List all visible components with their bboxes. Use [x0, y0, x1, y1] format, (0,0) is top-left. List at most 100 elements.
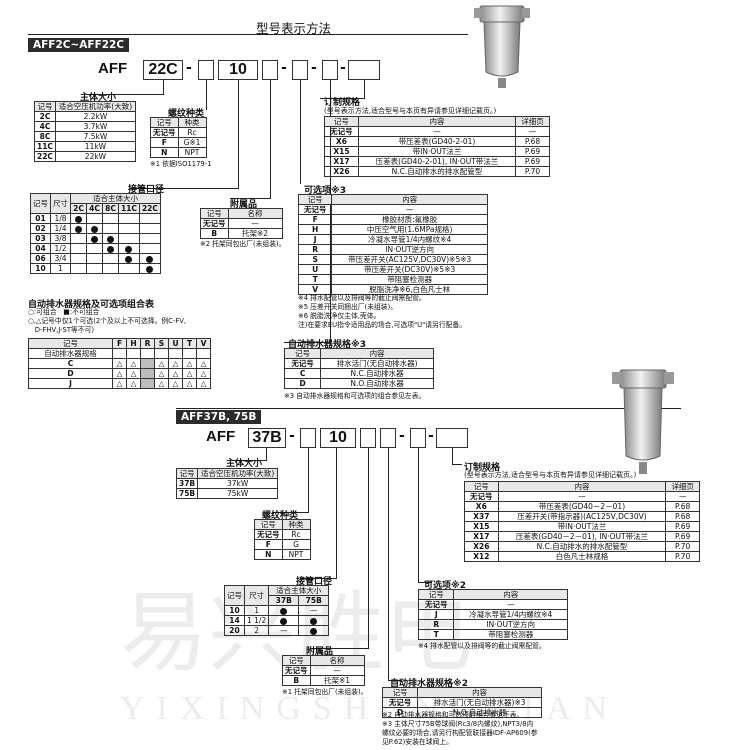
s2-acc-note: ※1 托架同包出厂(未组装)。: [282, 688, 368, 696]
code-box-port: 10: [218, 60, 258, 80]
code-box-drain-2: [410, 428, 426, 448]
code-box-drain: [322, 60, 338, 80]
s1-order-sub: (型号表示方法,适合型号与本页有异请参见详细记载页。): [324, 107, 497, 115]
dot-mark: [146, 255, 154, 263]
s1-port-title: 接管口径: [128, 185, 165, 195]
dot-mark: [310, 627, 318, 635]
table-row: 无记号—: [297, 204, 488, 215]
code-box-thread-2: [300, 428, 316, 448]
watermark-en: YIXINGSHENGDIAN: [120, 690, 620, 727]
s2-opt-title: 可选项※2: [424, 581, 467, 591]
code-box-acc-2: [360, 428, 376, 448]
s2-drain-notes: ※2 自动排水器规格和可选项的组合参见下表。 ※3 主体尺寸75B带球阀(Rc3…: [382, 711, 538, 746]
code-box-size-2: 37B: [248, 428, 286, 448]
dot-mark: [75, 215, 82, 223]
dot-mark: [280, 617, 288, 625]
s1-drain-note: ※3 自动排水器规格和可选项的组合参见左表。: [284, 392, 426, 400]
table-row: D△△△△△△: [28, 368, 211, 379]
filter-image-1: [472, 2, 532, 92]
s2-order-sub: (型号表示方法,适合型号与本页有异请参见详细记载页。): [464, 471, 637, 479]
code-box-thread: [198, 60, 214, 80]
table-row: C△△△△△△: [28, 358, 211, 369]
code-box-opt-2: [380, 428, 396, 448]
s1-opt-notes: ※4 排水配管以及排阀等的截止阀需配管。 ※5 压差开关同捆出厂(未组装)。 ※…: [298, 294, 467, 329]
section-label-1: AFF2C~AFF22C: [28, 38, 130, 52]
dot-mark: [91, 225, 98, 233]
dot-mark: [125, 245, 133, 253]
dot-mark: [107, 235, 114, 243]
model-prefix-2: AFF: [206, 428, 236, 445]
table-row: 无记号—: [417, 599, 568, 610]
page-title: 型号表示方法: [256, 21, 332, 36]
code-box-size: 22C: [143, 60, 183, 80]
combo-legend-3: D-FHV,J-ST等不可): [28, 326, 95, 334]
s1-opt-title: 可选项※3: [304, 186, 347, 196]
code-box-port-2: 10: [320, 428, 356, 448]
code-box-order: [348, 60, 380, 80]
code-box-acc: [262, 60, 278, 80]
model-prefix: AFF: [98, 60, 128, 77]
s2-size-title: 主体大小: [226, 459, 263, 469]
s1-thread-note: ※1 依据ISO1179-1: [150, 160, 212, 168]
s2-port-title: 接管口径: [296, 577, 333, 587]
s1-order-title: 订制规格: [324, 98, 361, 108]
dot-mark: [91, 235, 98, 243]
section-label-2: AFF37B, 75B: [176, 410, 262, 424]
s2-acc-title: 附属品: [306, 647, 334, 657]
combo-legend-1: ○:可组合 ■:不可组合: [28, 308, 100, 316]
s2-thread-title: 螺纹种类: [262, 511, 299, 521]
table-row: 无记号——: [464, 491, 700, 502]
code-box-opt: [292, 60, 308, 80]
dot-mark: [125, 255, 133, 263]
s1-drain-title: 自动排水器规格※3: [288, 340, 367, 350]
table-row: 无记号——: [324, 126, 550, 137]
s2-opt-note: ※4 排水配管以及排阀等的截止阀需配管。: [418, 642, 546, 650]
s1-combo-title: 自动排水器规格及可选项组合表: [28, 300, 155, 310]
dot-mark: [310, 617, 318, 625]
filter-image-2: [612, 368, 674, 478]
s1-acc-title: 附属品: [230, 200, 258, 210]
dot-mark: [280, 607, 288, 615]
combo-legend-2: ○,△记号中仅1个可选(2个及以上不可选择。例C-FV,: [28, 317, 187, 325]
s1-thread-title: 螺纹种类: [168, 109, 205, 119]
s2-order-title: 订制规格: [464, 463, 501, 473]
s2-drain-title: 自动排水器规格※2: [390, 679, 469, 689]
